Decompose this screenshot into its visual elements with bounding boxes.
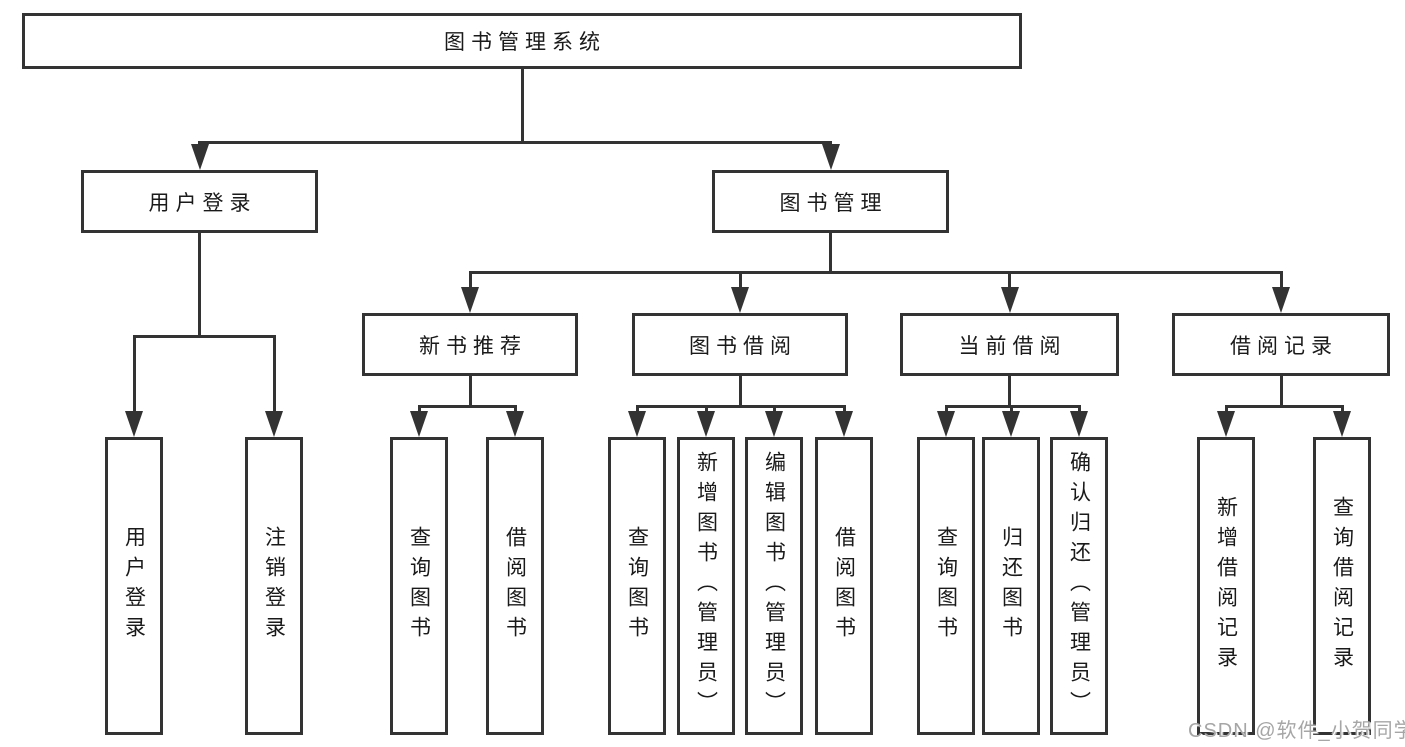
- node-label: 查询图书: [934, 526, 958, 646]
- node-label: 借阅图书: [832, 526, 856, 646]
- node-label: 注销登录: [262, 526, 286, 646]
- arrow-down-icon: [697, 411, 715, 437]
- arrow-down-icon: [1333, 411, 1351, 437]
- connector-line: [521, 69, 524, 142]
- connector-line: [739, 376, 742, 406]
- connector-line: [945, 405, 1081, 408]
- connector-line: [1280, 272, 1283, 293]
- node-label: 图书借阅: [689, 334, 797, 358]
- arrow-down-icon: [765, 411, 783, 437]
- node-login: 用户登录: [105, 437, 163, 735]
- watermark: CSDN @软件_小贺同学: [1188, 720, 1405, 742]
- connector-line: [469, 272, 472, 293]
- node-label: 编辑图书（管理员）: [762, 451, 786, 721]
- connector-line: [469, 376, 472, 406]
- node-label: 归还图书: [999, 526, 1023, 646]
- arrow-down-icon: [835, 411, 853, 437]
- node-label: 查询借阅记录: [1330, 496, 1354, 676]
- connector-line: [198, 233, 201, 336]
- connector-line: [1008, 272, 1011, 293]
- node-rec-borrow-book: 借阅图书: [486, 437, 544, 735]
- node-label: 图书管理: [779, 191, 888, 215]
- node-label: 新书推荐: [419, 334, 527, 358]
- node-book-borrow: 图书借阅: [632, 313, 848, 376]
- node-label: 图书管理系统: [444, 31, 606, 54]
- arrow-down-icon: [1002, 411, 1020, 437]
- node-bb-borrow-book: 借阅图书: [815, 437, 873, 735]
- arrow-down-icon: [731, 287, 749, 313]
- node-label: 新增图书（管理员）: [694, 451, 718, 721]
- node-rec-query-book: 查询图书: [390, 437, 448, 735]
- arrow-down-icon: [265, 411, 283, 437]
- node-bb-add-book: 新增图书（管理员）: [677, 437, 735, 735]
- arrow-down-icon: [461, 287, 479, 313]
- node-label: 借阅记录: [1230, 334, 1338, 358]
- node-new-book-rec: 新书推荐: [362, 313, 578, 376]
- node-cb-return-book: 归还图书: [982, 437, 1040, 735]
- node-cb-confirm-return: 确认归还（管理员）: [1050, 437, 1108, 735]
- node-label: 借阅图书: [503, 526, 527, 646]
- node-user-login: 用户登录: [81, 170, 318, 233]
- arrow-down-icon: [1217, 411, 1235, 437]
- node-label: 用户登录: [148, 191, 257, 215]
- node-cb-query-book: 查询图书: [917, 437, 975, 735]
- connector-line: [418, 405, 517, 408]
- connector-line: [133, 335, 276, 338]
- connector-line: [739, 272, 742, 293]
- node-bb-edit-book: 编辑图书（管理员）: [745, 437, 803, 735]
- arrow-down-icon: [506, 411, 524, 437]
- node-label: 查询图书: [625, 526, 649, 646]
- arrow-down-icon: [191, 144, 209, 170]
- node-logout: 注销登录: [245, 437, 303, 735]
- connector-line: [133, 336, 136, 417]
- node-borrow-records: 借阅记录: [1172, 313, 1390, 376]
- connector-line: [198, 141, 832, 144]
- arrow-down-icon: [1070, 411, 1088, 437]
- connector-line: [1280, 376, 1283, 406]
- connector-line: [829, 233, 832, 272]
- connector-line: [1008, 376, 1011, 406]
- node-bb-query-book: 查询图书: [608, 437, 666, 735]
- arrow-down-icon: [628, 411, 646, 437]
- connector-line: [636, 405, 846, 408]
- node-label: 用户登录: [122, 526, 146, 646]
- node-label: 确认归还（管理员）: [1067, 451, 1091, 721]
- node-br-query-record: 查询借阅记录: [1313, 437, 1371, 735]
- node-label: 新增借阅记录: [1214, 496, 1238, 676]
- node-current-borrow: 当前借阅: [900, 313, 1119, 376]
- arrow-down-icon: [410, 411, 428, 437]
- connector-line: [1225, 405, 1344, 408]
- connector-line: [273, 336, 276, 417]
- node-root: 图书管理系统: [22, 13, 1022, 69]
- arrow-down-icon: [1001, 287, 1019, 313]
- arrow-down-icon: [937, 411, 955, 437]
- node-book-mgmt: 图书管理: [712, 170, 949, 233]
- arrow-down-icon: [125, 411, 143, 437]
- node-label: 当前借阅: [958, 334, 1067, 358]
- arrow-down-icon: [1272, 287, 1290, 313]
- node-label: 查询图书: [407, 526, 431, 646]
- arrow-down-icon: [822, 144, 840, 170]
- connector-line: [469, 271, 1283, 274]
- node-br-add-record: 新增借阅记录: [1197, 437, 1255, 735]
